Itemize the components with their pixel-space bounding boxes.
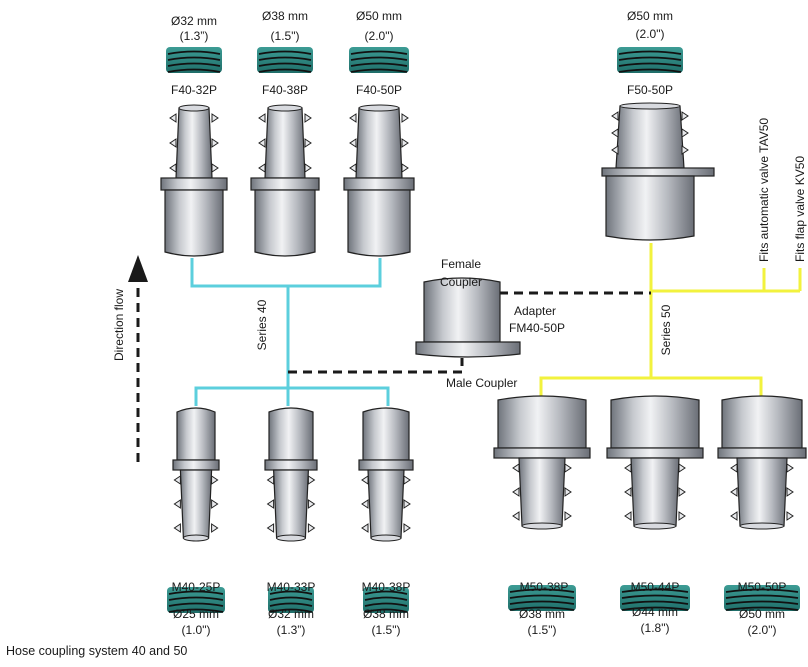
m40-2-inch: (1.3”) [277, 623, 306, 637]
m50-1-code: M50-38P [520, 580, 569, 594]
hose-icon [167, 587, 225, 613]
m40-3-inch: (1.5") [372, 623, 401, 637]
male-coupler-dashed-link [288, 358, 464, 374]
hose-icon [268, 587, 314, 613]
m40-2-diameter: Ø32 mm [268, 607, 314, 621]
adapter-fm40-50p [415, 277, 521, 358]
f40-2-diameter: Ø38 mm [262, 9, 308, 23]
male-coupler-m40-33p [264, 407, 318, 542]
series50-label: Series 50 [659, 304, 673, 355]
m40-1-diameter: Ø25 mm [173, 607, 219, 621]
m40-3-code: M40-38P [362, 580, 411, 594]
male-coupler-m40-25p [172, 407, 220, 542]
f40-2-code: F40-38P [262, 83, 308, 97]
f40-3-code: F40-50P [356, 83, 402, 97]
f50-1-diameter: Ø50 mm [627, 9, 673, 23]
adapter-code: FM40-50P [509, 321, 565, 335]
f40-3-inch: (2.0") [365, 29, 394, 43]
female-coupler-label-line1: Female [441, 257, 481, 271]
series50-bottom-bracket [539, 376, 763, 396]
female-coupler-f40-50p [343, 104, 415, 257]
f50-1-inch: (2.0") [636, 27, 665, 41]
f50-1-code: F50-50P [627, 83, 673, 97]
hose-icon [257, 47, 313, 73]
figure-caption: Hose coupling system 40 and 50 [6, 644, 188, 658]
hose-icon [508, 585, 576, 611]
automatic-valve-label: Fits automatic valve TAV50 [757, 118, 771, 262]
flap-valve-label: Fits flap valve KV50 [793, 156, 807, 262]
m50-1-inch: (1.5") [528, 623, 557, 637]
direction-flow-arrowhead [128, 255, 148, 282]
male-coupler-label: Male Coupler [446, 376, 517, 390]
f40-1-diameter: Ø32 mm [171, 14, 217, 28]
male-coupler-m50-38p [493, 395, 591, 530]
m40-1-code: M40-25P [172, 580, 221, 594]
hose-icon [617, 47, 683, 73]
m50-3-code: M50-50P [738, 580, 787, 594]
m50-3-diameter: Ø50 mm [739, 607, 785, 621]
male-coupler-m50-44p [606, 395, 704, 530]
m50-1-diameter: Ø38 mm [519, 607, 565, 621]
female-coupler-label-line2: Coupler [440, 275, 482, 289]
m50-2-code: M50-44P [631, 580, 680, 594]
series40-top-bracket [190, 258, 382, 406]
male-coupler-m50-50p [717, 395, 807, 530]
m50-2-diameter: Ø44 mm [632, 605, 678, 619]
labels-layer: Ø32 mm (1.3”) F40-32P Ø38 mm (1.5") F40-… [112, 9, 807, 637]
parts-layer [160, 47, 807, 613]
female-coupler-f40-32p [160, 104, 228, 257]
m40-2-code: M40-33P [267, 580, 316, 594]
hose-icon [620, 585, 690, 611]
m40-3-diameter: Ø38 mm [363, 607, 409, 621]
adapter-title: Adapter [514, 304, 556, 318]
male-coupler-m40-38p [358, 407, 414, 542]
f40-2-inch: (1.5") [271, 29, 300, 43]
m50-2-inch: (1.8") [641, 621, 670, 635]
m40-1-inch: (1.0") [182, 623, 211, 637]
female-coupler-f40-38p [250, 104, 320, 257]
female-coupler-f50-50p [601, 102, 715, 241]
f40-1-inch: (1.3”) [180, 29, 209, 43]
f40-3-diameter: Ø50 mm [356, 9, 402, 23]
hose-icon [363, 587, 409, 613]
direction-flow-label: Direction flow [112, 289, 126, 361]
series40-label: Series 40 [255, 299, 269, 350]
hose-icon [724, 585, 800, 611]
m50-3-inch: (2.0") [748, 623, 777, 637]
f40-1-code: F40-32P [171, 83, 217, 97]
series40-bottom-bracket [194, 386, 390, 406]
hose-icon [166, 47, 222, 73]
hose-icon [349, 47, 409, 73]
series50-valve-branch [651, 268, 802, 293]
